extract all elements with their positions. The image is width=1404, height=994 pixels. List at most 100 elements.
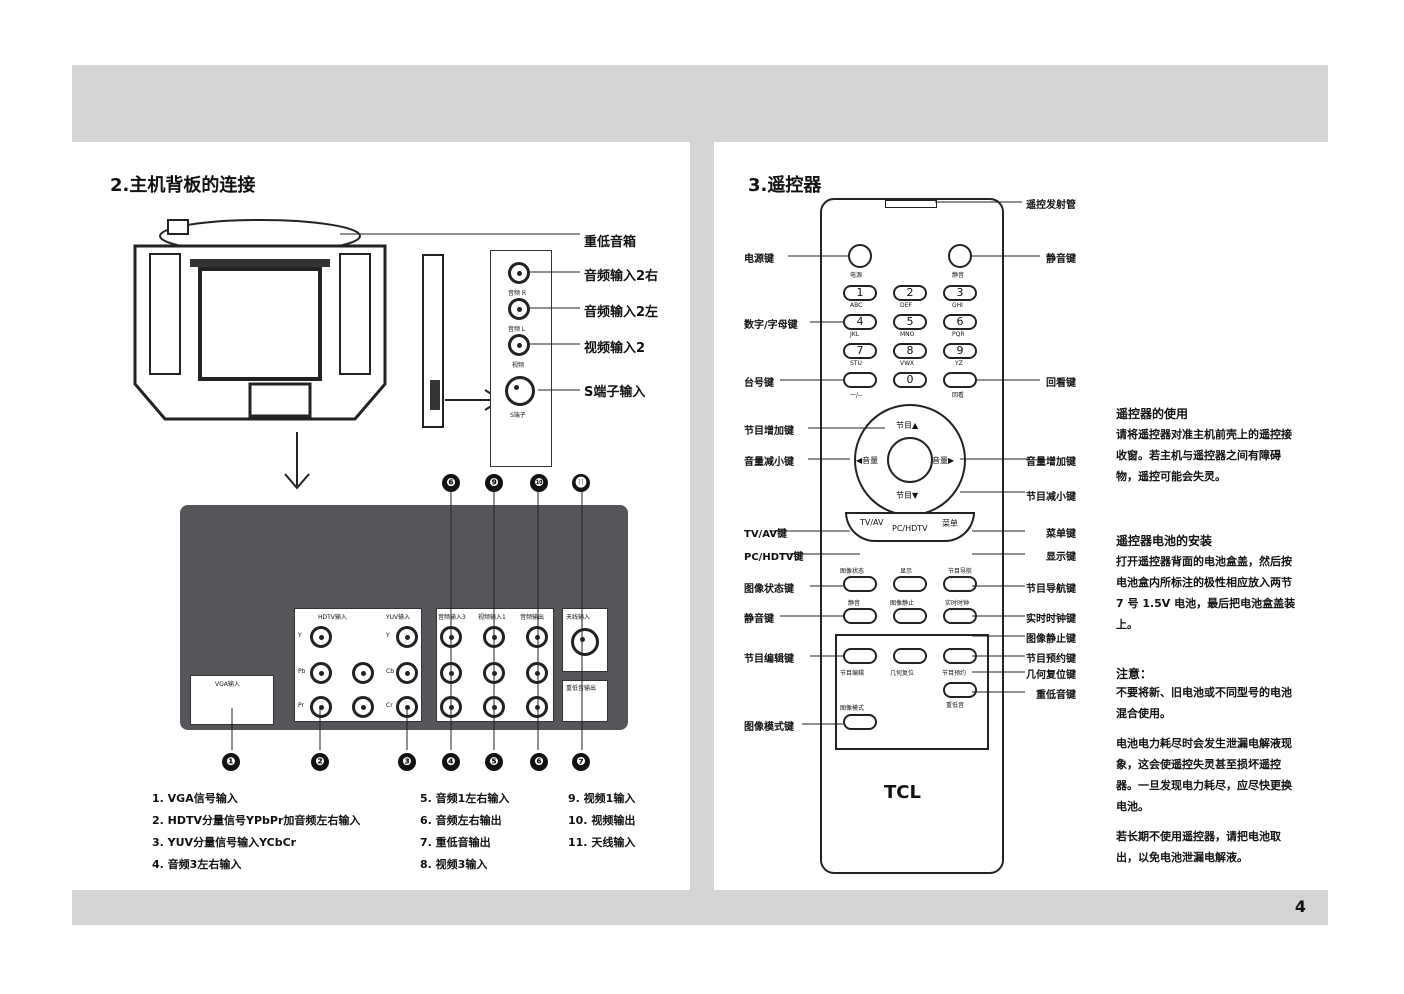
vol-down-key-label: 音量减小键 bbox=[744, 457, 794, 468]
audio-in2-left-label: 音频输入2左 bbox=[584, 305, 659, 320]
pc-hdtv-button[interactable]: PC/HDTV bbox=[892, 524, 928, 533]
remote-key-label: 静音 bbox=[848, 600, 861, 607]
jack-letter: Pb bbox=[298, 668, 306, 675]
panel-header: 音频输入3 bbox=[438, 614, 466, 621]
jack-letter: Y bbox=[386, 632, 390, 639]
remote-key-label: 图像静止 bbox=[890, 600, 915, 607]
key-9[interactable]: 9 bbox=[943, 343, 977, 359]
panel-header: YUV输入 bbox=[386, 614, 411, 621]
ch-down-button[interactable]: 节目▼ bbox=[896, 491, 919, 500]
side-small-label: 音频 L bbox=[508, 326, 526, 333]
subwoofer-key-label: 重低音键 bbox=[1036, 690, 1076, 701]
geometry-reset-button[interactable] bbox=[893, 648, 927, 664]
s-video-in-label: S端子输入 bbox=[584, 385, 646, 400]
legend-item: 11. 天线输入 bbox=[568, 836, 636, 849]
vol-up-button[interactable]: 音量▶ bbox=[932, 456, 955, 465]
panel-header: 重低音输出 bbox=[566, 685, 597, 692]
digit-key-label: 数字/字母键 bbox=[744, 320, 798, 331]
page-divider bbox=[690, 142, 714, 890]
clock-key-label: 实时时钟键 bbox=[1026, 614, 1076, 625]
legend-item: 5. 音频1左右输入 bbox=[420, 792, 510, 805]
battery-heading: 遥控器电池的安装 bbox=[1116, 534, 1213, 548]
callout-number: ❺ bbox=[485, 753, 503, 771]
freeze-button[interactable] bbox=[893, 608, 927, 624]
legend-col-3: 9. 视频1输入 10. 视频输出 11. 天线输入 bbox=[568, 788, 635, 854]
picture-state-button[interactable] bbox=[843, 576, 877, 592]
audio-left-jack bbox=[508, 298, 530, 320]
remote-key-label: 图像模式 bbox=[840, 705, 865, 712]
picture-mode-key-label: 图像模式键 bbox=[744, 722, 794, 733]
key-4[interactable]: 4 bbox=[843, 314, 877, 330]
display-key-label: 显示键 bbox=[1046, 552, 1076, 563]
panel-header: HDTV输入 bbox=[318, 614, 347, 621]
legend-col-2: 5. 音频1左右输入 6. 音频左右输出 7. 重低音输出 8. 视频3输入 bbox=[420, 788, 509, 876]
key-letters: ABC bbox=[850, 302, 863, 309]
pchdtv-key-label: PC/HDTV键 bbox=[744, 552, 804, 563]
subwoofer-button[interactable] bbox=[943, 682, 977, 698]
hdtv-y-jack bbox=[310, 626, 332, 648]
key-2[interactable]: 2 bbox=[893, 285, 927, 301]
callout-number: ❿ bbox=[530, 474, 548, 492]
key-8[interactable]: 8 bbox=[893, 343, 927, 359]
remote-key-label: 回看 bbox=[952, 392, 965, 399]
vol-down-button[interactable]: ◀音量 bbox=[856, 456, 879, 465]
channel-digit-button[interactable] bbox=[843, 372, 877, 388]
ch-up-button[interactable]: 节目▲ bbox=[896, 421, 919, 430]
guide-button[interactable] bbox=[943, 576, 977, 592]
callout-number: ❻ bbox=[530, 753, 548, 771]
program-edit-button[interactable] bbox=[843, 648, 877, 664]
right-section-title: 3.遥控器 bbox=[748, 175, 822, 196]
key-7[interactable]: 7 bbox=[843, 343, 877, 359]
key-5[interactable]: 5 bbox=[893, 314, 927, 330]
tv-av-button[interactable]: TV/AV bbox=[860, 518, 884, 527]
recall-button[interactable] bbox=[943, 372, 977, 388]
key-6[interactable]: 6 bbox=[943, 314, 977, 330]
key-letters: MNO bbox=[900, 331, 915, 338]
mute-top-button[interactable] bbox=[948, 244, 972, 268]
legend-item: 3. YUV分量信号输入YCbCr bbox=[152, 836, 297, 849]
panel-header: 音频输出 bbox=[520, 614, 545, 621]
legend-item: 9. 视频1输入 bbox=[568, 792, 636, 805]
callout-number: ❼ bbox=[572, 753, 590, 771]
antenna-jack bbox=[571, 628, 599, 656]
subwoofer-label: 重低音箱 bbox=[584, 235, 637, 250]
power-button[interactable] bbox=[848, 244, 872, 268]
remote-leader-lines bbox=[770, 201, 1040, 725]
ir-label: 遥控发射管 bbox=[1026, 200, 1076, 211]
jack-letter: Cr bbox=[386, 702, 393, 709]
key-0[interactable]: 0 bbox=[893, 372, 927, 388]
side-small-label: 音频 R bbox=[508, 290, 527, 297]
ch-down-key-label: 节目减小键 bbox=[1026, 492, 1076, 503]
audio-out-r-jack bbox=[526, 696, 548, 718]
audio-right-jack bbox=[508, 262, 530, 284]
note-text-2: 电池电力耗尽时会发生泄漏电解液现象，这会使遥控失灵甚至损坏遥控器。一旦发现电力耗… bbox=[1116, 737, 1292, 813]
recall-key-label: 回看键 bbox=[1046, 378, 1076, 389]
display-button[interactable] bbox=[893, 576, 927, 592]
video-in2-label: 视频输入2 bbox=[584, 341, 646, 356]
key-3[interactable]: 3 bbox=[943, 285, 977, 301]
battery-text: 打开遥控器背面的电池盒盖，然后按电池盒内所标注的极性相应放入两节 7 号 1.5… bbox=[1116, 555, 1296, 631]
remote-key-label: 实时时钟 bbox=[945, 600, 970, 607]
callout-number: ❾ bbox=[485, 474, 503, 492]
callout-number: ❻ bbox=[442, 474, 460, 492]
usage-heading: 遥控器的使用 bbox=[1116, 407, 1189, 421]
jack-letter: Pr bbox=[298, 702, 304, 709]
remote-key-label: 电源 bbox=[850, 272, 863, 279]
tvav-key-label: TV/AV键 bbox=[744, 529, 788, 540]
key-letters: VWX bbox=[900, 360, 915, 367]
rear-leader-lines bbox=[231, 488, 583, 750]
key-letters: DEF bbox=[900, 302, 912, 309]
side-input-panel bbox=[490, 250, 552, 467]
hdtv-audio-l-jack bbox=[352, 662, 374, 684]
panel-header: VGA输入 bbox=[215, 681, 240, 688]
menu-button[interactable]: 菜单 bbox=[942, 519, 958, 528]
reserve-key-label: 节目预约键 bbox=[1026, 654, 1076, 665]
picture-mode-button[interactable] bbox=[843, 714, 877, 730]
nav-ring bbox=[854, 404, 966, 516]
key-1[interactable]: 1 bbox=[843, 285, 877, 301]
page-number: 4 bbox=[1294, 897, 1306, 916]
ch-up-key-label: 节目增加键 bbox=[744, 426, 794, 437]
jack-letter: Y bbox=[298, 632, 302, 639]
jack-letter: Cb bbox=[386, 668, 394, 675]
mute-button[interactable] bbox=[843, 608, 877, 624]
